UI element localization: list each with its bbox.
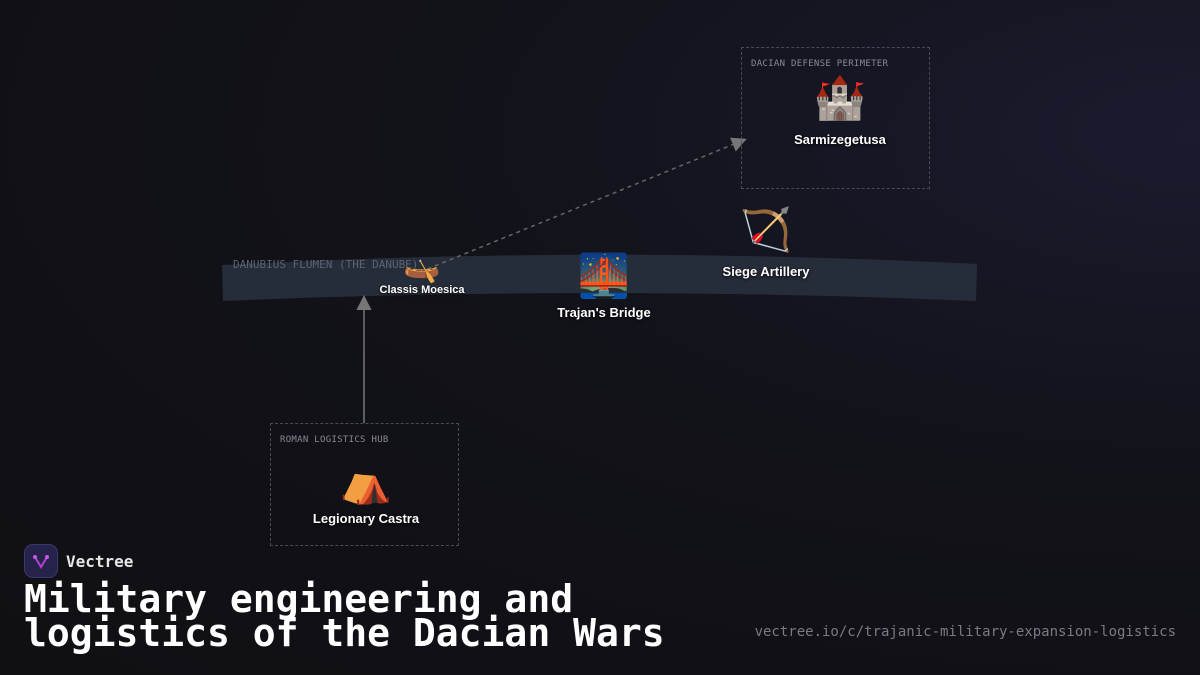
brand: Vectree — [24, 544, 133, 578]
title-line-1: Military engineering and — [24, 577, 574, 621]
group-dacian-defense-perimeter: DACIAN DEFENSE PERIMETER — [741, 47, 930, 189]
river-label: DANUBIUS FLUMEN (THE DANUBE) — [233, 258, 419, 271]
danube-river — [222, 254, 977, 301]
node-sarmizegetusa[interactable]: 🏰 Sarmizegetusa — [794, 74, 886, 147]
node-trajans-bridge[interactable]: 🌉 Trajan's Bridge — [557, 252, 650, 320]
node-label: Trajan's Bridge — [557, 305, 651, 320]
group-label: DACIAN DEFENSE PERIMETER — [751, 59, 889, 69]
canoe-icon: 🛶 — [403, 251, 441, 284]
group-label: ROMAN LOGISTICS HUB — [280, 435, 389, 445]
node-legionary-castra[interactable]: ⛺ Legionary Castra — [313, 458, 419, 526]
page-title: Military engineering and logistics of th… — [24, 580, 665, 652]
bow-and-arrow-icon: 🏹 — [739, 206, 793, 253]
node-classis-moesica[interactable]: 🛶 Classis Moesica — [379, 251, 465, 297]
source-url: vectree.io/c/trajanic-military-expansion… — [754, 624, 1176, 640]
edge-classis-to-sarmizegetusa — [419, 137, 747, 273]
group-roman-logistics-hub: ROMAN LOGISTICS HUB — [270, 423, 459, 546]
node-label: Siege Artillery — [722, 264, 810, 279]
node-siege-artillery[interactable]: 🏹 Siege Artillery — [723, 206, 810, 279]
title-line-2: logistics of the Dacian Wars — [24, 611, 665, 655]
castle-icon: 🏰 — [813, 74, 867, 121]
bridge-icon: 🌉 — [577, 252, 631, 299]
vectree-logo-icon — [24, 544, 58, 578]
tent-icon: ⛺ — [339, 458, 393, 505]
node-label: Legionary Castra — [312, 511, 420, 526]
brand-name: Vectree — [66, 551, 134, 571]
node-label: Sarmizegetusa — [794, 132, 886, 147]
node-label: Classis Moesica — [379, 284, 465, 296]
